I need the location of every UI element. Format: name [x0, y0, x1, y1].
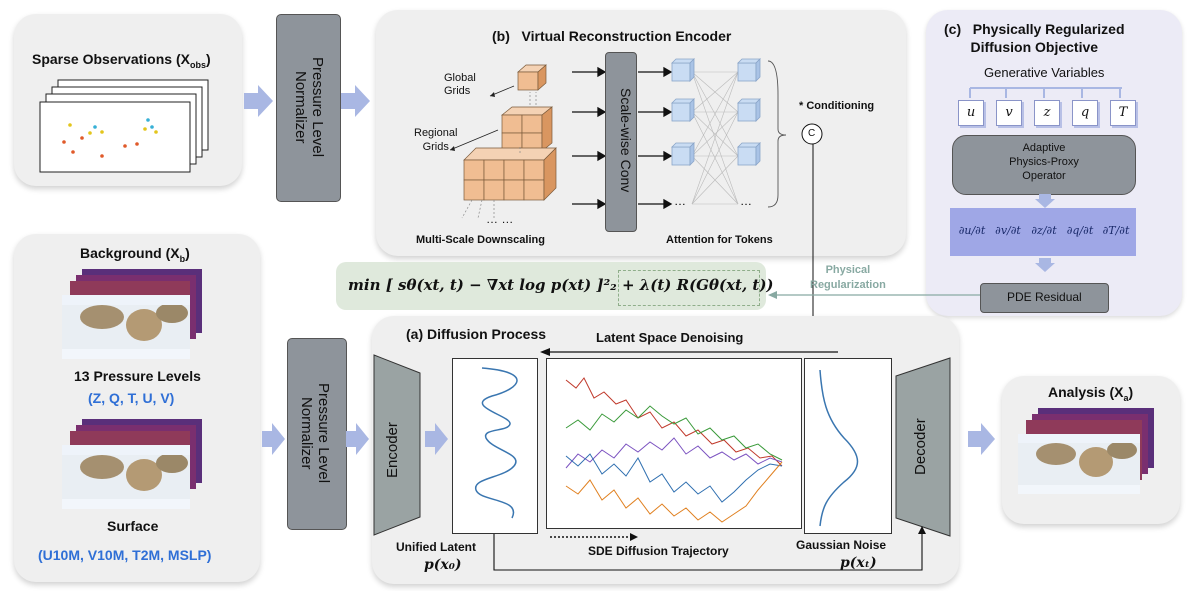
flow-arrow	[1035, 258, 1055, 272]
fine-grid-cubes	[463, 147, 557, 201]
global-grid-cube	[517, 64, 547, 91]
surface-vars-label: (U10M, V10M, T2M, MSLP)	[38, 547, 212, 563]
objective-formula: min [ sθ(xt, t) − ∇xt log p(xt) ]²₂ + λ(…	[348, 276, 774, 294]
downscaling-caption: Multi-Scale Downscaling	[416, 234, 545, 246]
physics-c-title: (c) Physically Regularized Diffusion Obj…	[944, 21, 1125, 55]
analysis-title: Analysis (Xa)	[1048, 384, 1134, 403]
time-derivative-row: ∂u/∂t ∂v/∂t ∂z/∂t ∂q/∂t ∂T/∂t	[954, 212, 1134, 254]
conv-input-arrows	[572, 66, 607, 210]
flow-arrow	[244, 85, 273, 117]
gaussian-curve	[819, 369, 859, 527]
normalizer-top	[276, 14, 341, 202]
regularization-term-box	[618, 270, 760, 306]
variable-box-q: q	[1072, 100, 1098, 126]
attention-caption: Attention for Tokens	[666, 234, 773, 246]
flow-arrow	[1035, 194, 1055, 208]
generative-variables-label: Generative Variables	[984, 65, 1105, 80]
pxt-label: p(xₜ)	[840, 555, 877, 571]
pde-residual-label: PDE Residual	[1007, 290, 1082, 304]
sparse-observations-title: Sparse Observations (Xobs)	[32, 51, 211, 70]
flow-arrow	[346, 423, 369, 455]
physics-proxy-operator-label: Adaptive Physics-Proxy Operator	[1009, 142, 1079, 182]
multiscale-cubes	[449, 64, 557, 219]
flow-arrow	[425, 423, 448, 455]
attention-tokens: … …	[638, 58, 787, 210]
decoder-label: Decoder	[912, 418, 929, 476]
conditioning-node	[801, 123, 823, 145]
normalizer-bottom	[287, 338, 347, 530]
time-derivative-band	[950, 208, 1136, 256]
trajectory-blue	[565, 453, 783, 503]
flow-arrow	[341, 85, 370, 117]
normalizer-top-label: Pressure Level Normalizer	[292, 57, 326, 158]
gaussian-noise-box	[804, 358, 892, 534]
trajectory-green	[565, 405, 783, 461]
observation-sheets	[39, 79, 209, 173]
conditioning-label: * Conditioning	[799, 100, 875, 112]
px0-label: p(x₀)	[424, 557, 462, 573]
regional-grids-label: Regional Grids	[414, 127, 458, 153]
variable-box-T: T	[1110, 100, 1136, 126]
token-cubes	[671, 58, 761, 166]
variable-box-v: v	[996, 100, 1022, 126]
time-derivative-3: ∂q/∂t	[1066, 224, 1094, 237]
dots-label: … …	[486, 212, 514, 226]
scale-wise-conv-box	[605, 52, 637, 232]
variable-branch-lines	[969, 87, 1122, 98]
pressure-levels-label: 13 Pressure Levels	[74, 368, 201, 384]
decoder-trapezoid	[895, 357, 951, 537]
scale-wise-conv-label: Scale-wise Conv	[618, 87, 634, 193]
denoising-arrow	[540, 348, 838, 356]
encoder-b-title: (b) Virtual Reconstruction Encoder	[492, 28, 732, 44]
encoder-label: Encoder	[384, 422, 401, 478]
pressure-vars-label: (Z, Q, T, U, V)	[88, 390, 175, 406]
unified-latent-label: Unified Latent	[396, 540, 476, 554]
physical-regularization-label: Physical Regularization	[810, 264, 886, 291]
regularization-arrow	[768, 291, 980, 299]
time-derivative-1: ∂v/∂t	[995, 224, 1021, 237]
skip-connection-arrow	[493, 526, 926, 571]
sde-trajectory-chart	[546, 358, 802, 529]
conditioning-c-label: C	[808, 128, 816, 139]
gaussian-noise-label: Gaussian Noise	[796, 538, 887, 552]
time-derivative-4: ∂T/∂t	[1102, 224, 1130, 237]
latent-wave	[475, 367, 518, 519]
global-grids-label: Global Grids	[444, 72, 476, 97]
background-title: Background (Xb)	[80, 245, 190, 264]
time-derivative-2: ∂z/∂t	[1031, 224, 1057, 237]
unified-latent-box	[452, 358, 538, 534]
trajectory-purple	[565, 437, 783, 469]
svg-text:…: …	[740, 194, 752, 208]
variable-box-z: z	[1034, 100, 1060, 126]
svg-text:…: …	[674, 194, 686, 208]
trajectory-dotted-arrow	[550, 533, 638, 541]
pde-residual-box	[980, 283, 1109, 313]
surface-maps	[62, 419, 202, 509]
flow-arrow	[968, 423, 995, 455]
surface-label: Surface	[107, 518, 159, 534]
observation-points	[62, 118, 158, 158]
pressure-level-maps	[62, 269, 202, 359]
variable-box-u: u	[958, 100, 984, 126]
latent-denoising-label: Latent Space Denoising	[596, 330, 744, 345]
analysis-maps	[1018, 408, 1154, 494]
sde-trajectory-label: SDE Diffusion Trajectory	[588, 544, 729, 558]
time-derivative-0: ∂u/∂t	[958, 224, 986, 237]
trajectory-orange	[565, 461, 783, 523]
flow-arrow	[262, 423, 285, 455]
trajectory-red	[565, 377, 783, 467]
normalizer-bottom-label: Pressure Level Normalizer	[298, 383, 332, 484]
regional-grid-cubes	[501, 106, 553, 152]
encoder-trapezoid	[373, 354, 421, 536]
diffusion-a-title: (a) Diffusion Process	[406, 326, 547, 342]
